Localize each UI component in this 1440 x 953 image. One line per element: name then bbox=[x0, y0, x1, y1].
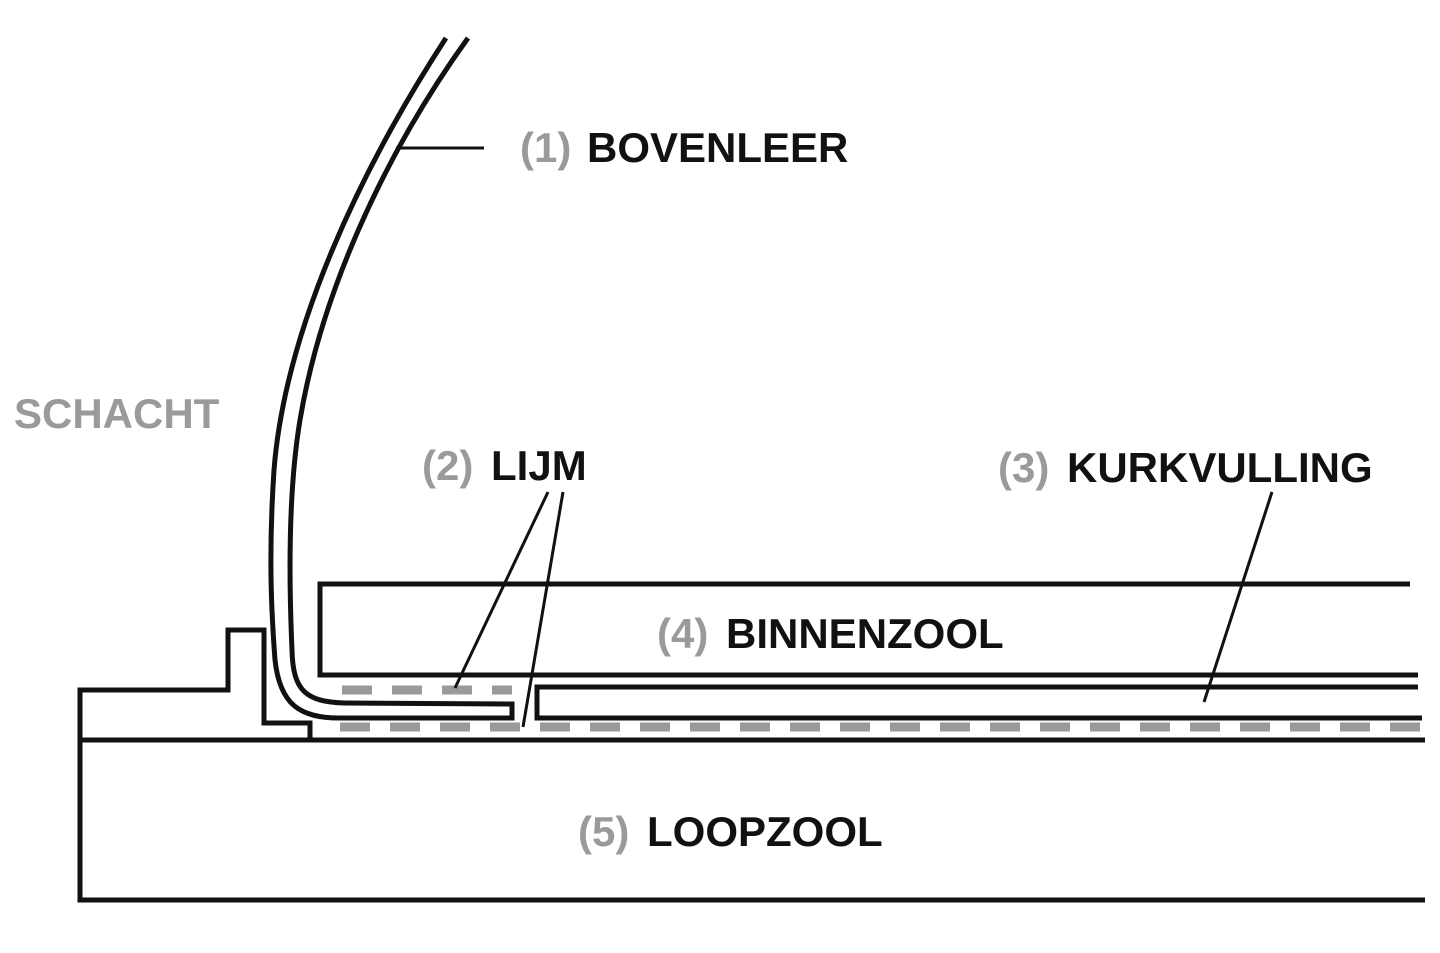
bovenleer-shape bbox=[268, 36, 515, 721]
binnenzool-label: (4) BINNENZOOL bbox=[657, 610, 1004, 657]
lijm-number: (2) bbox=[422, 442, 473, 489]
bovenleer-name: BOVENLEER bbox=[587, 124, 848, 171]
binnenzool-name: BINNENZOOL bbox=[726, 610, 1004, 657]
loopzool-shape bbox=[77, 737, 1425, 903]
welt-shape bbox=[77, 627, 313, 740]
loopzool-label: (5) LOOPZOOL bbox=[578, 808, 883, 855]
binnenzool-number: (4) bbox=[657, 610, 708, 657]
kurkvulling-number: (3) bbox=[998, 444, 1049, 491]
loopzool-name: LOOPZOOL bbox=[647, 808, 883, 855]
kurkvulling-shape bbox=[534, 684, 1422, 721]
lijm-leader-2 bbox=[521, 491, 565, 728]
binnenzool-shape bbox=[317, 581, 1418, 678]
lijm-label: (2) LIJM bbox=[422, 442, 587, 489]
bovenleer-label: (1) BOVENLEER bbox=[520, 124, 848, 171]
loopzool-number: (5) bbox=[578, 808, 629, 855]
schacht-label: SCHACHT bbox=[14, 390, 220, 437]
bovenleer-number: (1) bbox=[520, 124, 571, 171]
lijm-leader-1 bbox=[453, 491, 550, 689]
kurkvulling-leader bbox=[1202, 491, 1274, 703]
kurkvulling-label: (3) KURKVULLING bbox=[998, 444, 1373, 491]
lijm-name: LIJM bbox=[491, 442, 587, 489]
kurkvulling-name: KURKVULLING bbox=[1067, 444, 1373, 491]
